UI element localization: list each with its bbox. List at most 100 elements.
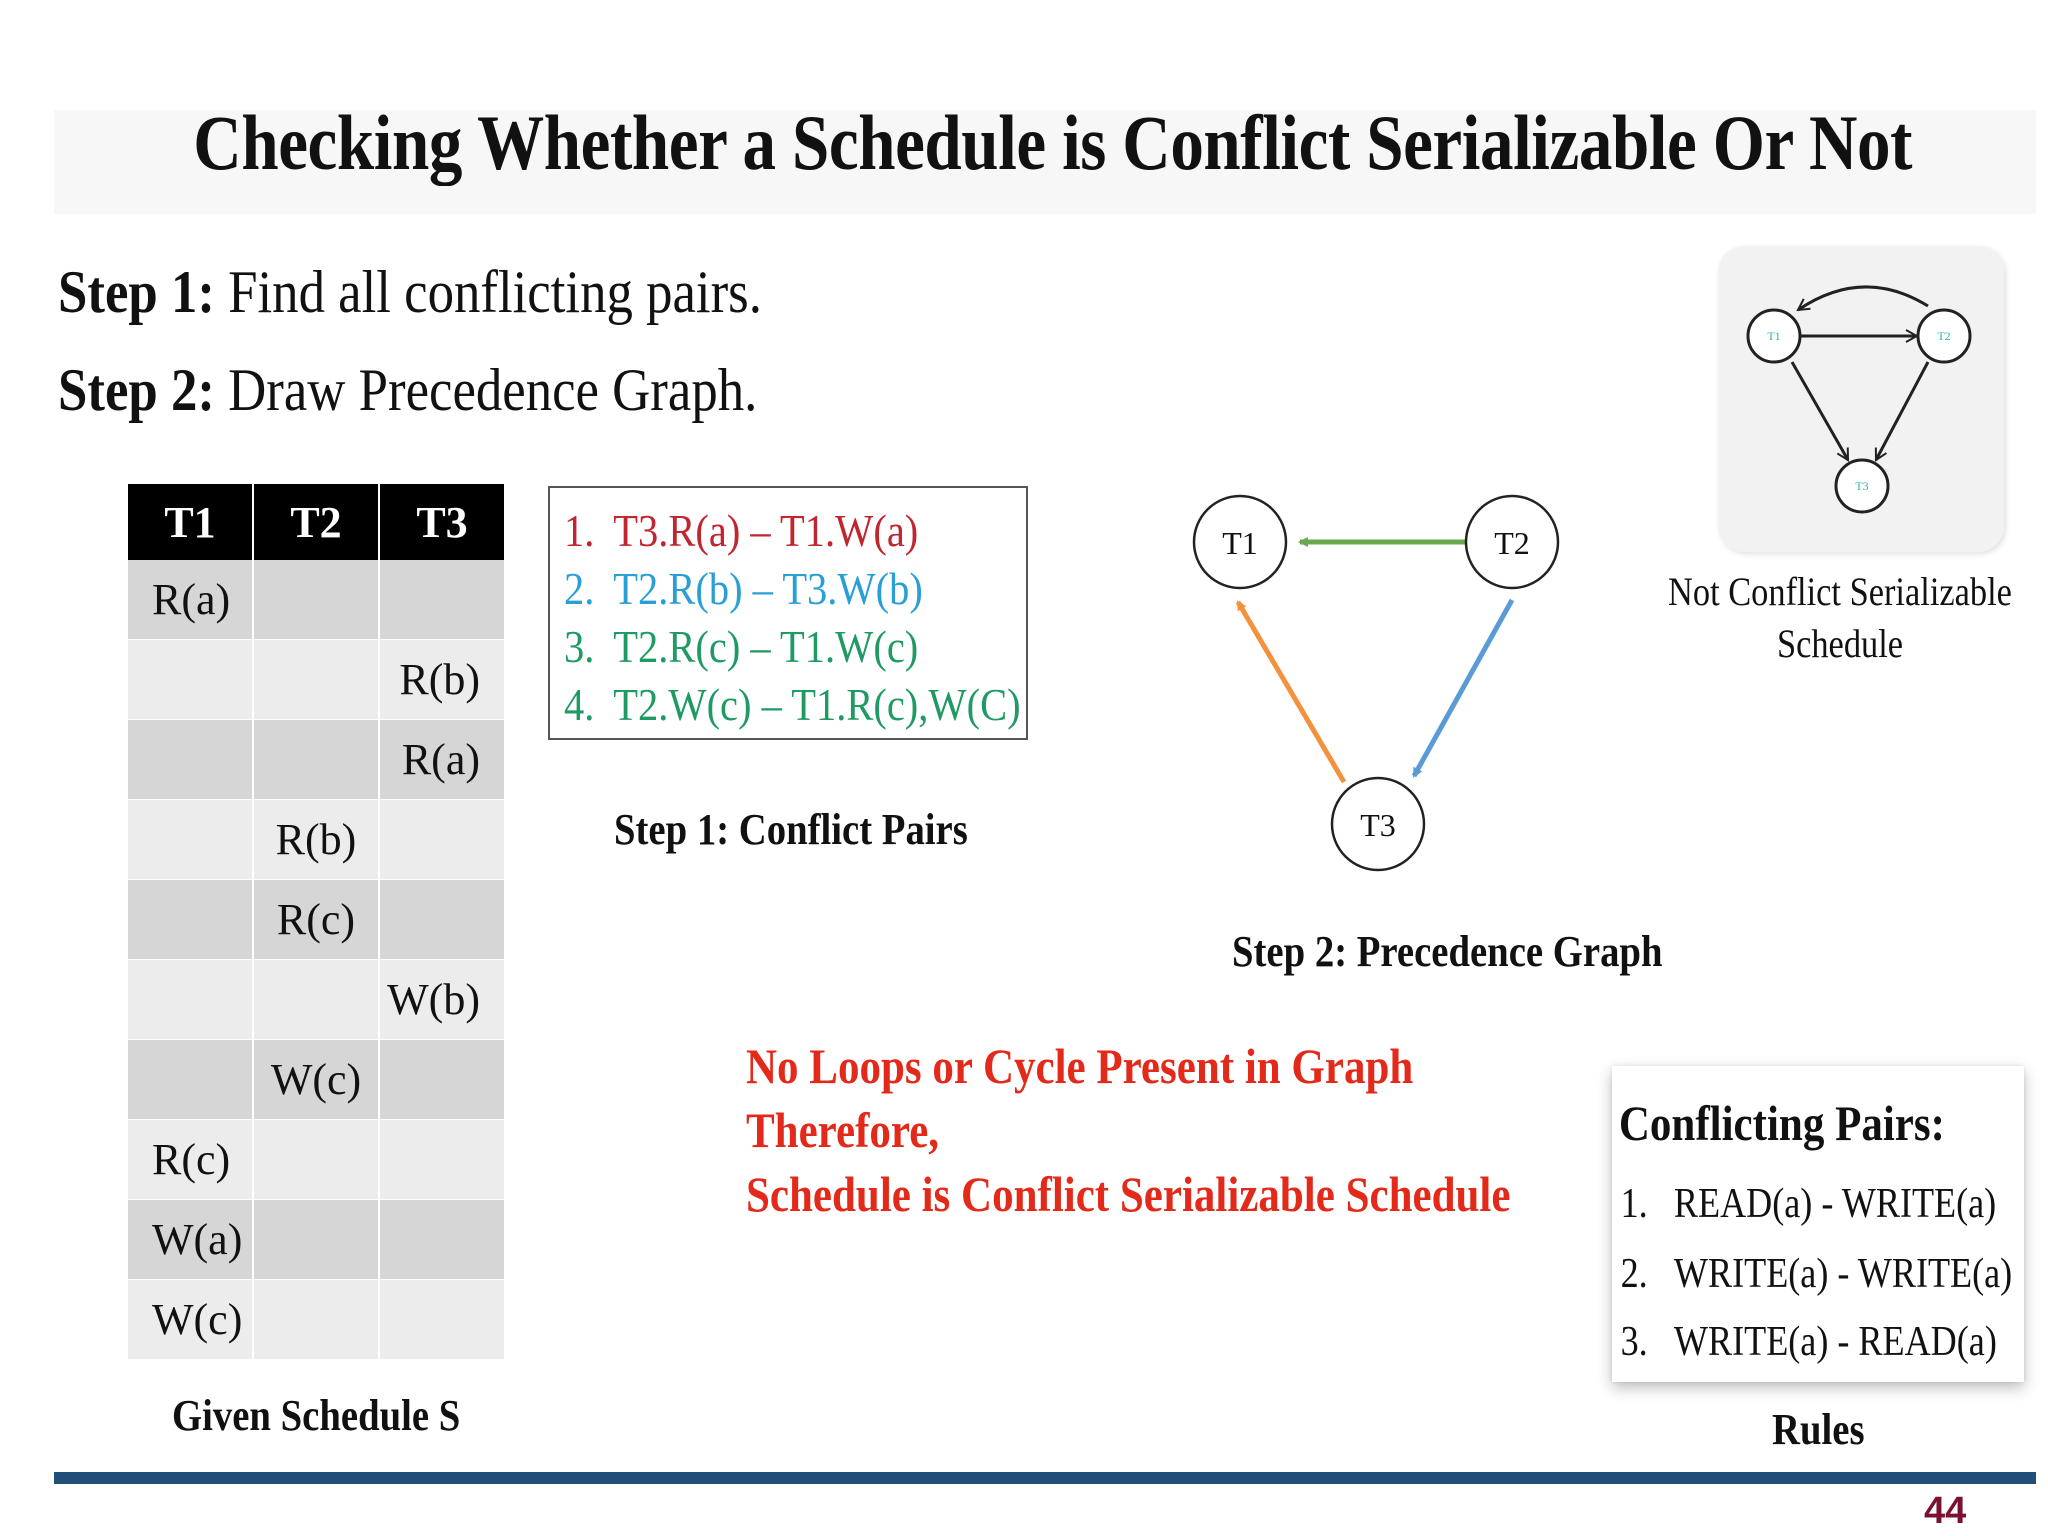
schedule-cell: R(b) (379, 639, 506, 720)
conclusion-line2: Therefore, (746, 1102, 940, 1158)
step-2-text: Draw Precedence Graph. (214, 357, 758, 423)
rule-num: 2. (1620, 1251, 1648, 1297)
schedule-cell (379, 1279, 506, 1360)
schedule-cell: W(b) (379, 959, 506, 1040)
schedule-header-t3: T3 (379, 484, 506, 560)
rule-text: READ(a) - WRITE(a) (1673, 1181, 1997, 1227)
inset-edge-t1-t3 (1790, 361, 1850, 460)
inset-node-label-t1: T1 (1767, 329, 1780, 343)
schedule-cell: R(c) (253, 879, 380, 960)
inset-node-t1 (1746, 308, 1802, 364)
node-t2 (1464, 494, 1560, 590)
schedule-cell: R(c) (128, 1119, 254, 1200)
rule-item: 3. WRITE(a) - READ(a) (1621, 1318, 1997, 1366)
inset-edge-t2-t1 (1798, 285, 1929, 312)
schedule-cell: R(b) (253, 799, 380, 880)
table-row: W(c) (128, 1279, 506, 1360)
schedule-cell (253, 959, 380, 1040)
schedule-cell (128, 879, 254, 960)
conflict-pair-num: 3. (564, 621, 595, 672)
conflict-pair-text: T3.R(a) – T1.W(a) (613, 505, 919, 556)
conclusion-text: No Loops or Cycle Present in Graph There… (746, 1034, 1510, 1226)
rules-caption: Rules (1772, 1405, 1865, 1454)
conflict-pair-item: 4. T2.W(c) – T1.R(c),W(C) (564, 676, 1021, 734)
node-label-t2: T2 (1494, 525, 1530, 561)
schedule-cell (253, 560, 380, 640)
table-row: R(a) (128, 719, 506, 800)
schedule-cell (253, 1119, 380, 1200)
schedule-cell: W(c) (253, 1039, 380, 1120)
schedule-header-t2: T2 (253, 484, 380, 560)
schedule-cell: W(c) (128, 1279, 254, 1360)
conflict-pair-item: 3. T2.R(c) – T1.W(c) (564, 618, 971, 676)
schedule-cell: R(a) (128, 560, 254, 640)
conflict-pair-text: T2.W(c) – T1.R(c),W(C) (613, 679, 1021, 730)
schedule-cell (128, 719, 254, 800)
schedule-cell (379, 1119, 506, 1200)
schedule-cell: W(a) (128, 1199, 254, 1280)
table-row: R(a) (128, 560, 506, 640)
page-number: 44 (1924, 1490, 1967, 1532)
node-t1 (1192, 494, 1288, 590)
schedule-cell (253, 1279, 380, 1360)
conflict-pair-item: 1. T3.R(a) – T1.W(a) (564, 502, 971, 560)
table-row: R(c) (128, 1119, 506, 1200)
schedule-cell (379, 1039, 506, 1120)
conclusion-line3: Schedule is Conflict Serializable Schedu… (746, 1166, 1511, 1222)
conflict-pairs-box: 1.T3.R(a) – T1.W(a) 2.T2.R(b) – T3.W(b) … (548, 486, 1028, 740)
schedule-cell (253, 1199, 380, 1280)
conflict-pairs-caption: Step 1: Conflict Pairs (614, 805, 968, 854)
inset-node-label-t3: T3 (1855, 479, 1868, 493)
rules-box: Conflicting Pairs: 1.READ(a) - WRITE(a) … (1612, 1066, 2024, 1382)
conflict-pair-num: 1. (564, 505, 595, 556)
inset-node-t2 (1916, 308, 1972, 364)
inset-caption-line2: Schedule (1776, 621, 1904, 666)
inset-graph-caption: Not Conflict Serializable Schedule (1668, 566, 2012, 670)
table-row: W(c) (128, 1039, 506, 1120)
schedule-cell (128, 1039, 254, 1120)
node-t3 (1330, 776, 1426, 872)
node-label-t1: T1 (1222, 525, 1258, 561)
schedule-cell (253, 639, 380, 720)
table-row: W(a) (128, 1199, 506, 1280)
edge-t3-t1 (1235, 600, 1347, 784)
rule-text: WRITE(a) - WRITE(a) (1673, 1251, 2013, 1297)
rules-title: Conflicting Pairs: (1618, 1095, 1945, 1151)
title-band (54, 110, 2036, 214)
footer-bar (54, 1472, 2036, 1484)
rule-item: 1. READ(a) - WRITE(a) (1621, 1180, 1997, 1228)
conflict-pair-text: T2.R(c) – T1.W(c) (613, 621, 919, 672)
schedule-cell (128, 639, 254, 720)
rule-text: WRITE(a) - READ(a) (1673, 1319, 1997, 1365)
rule-num: 3. (1620, 1319, 1648, 1365)
schedule-table: T1 T2 T3 R(a) R(b) R(a) R(b) R(c) (128, 484, 506, 1360)
inset-caption-line1: Not Conflict Serializable (1668, 569, 2012, 614)
inset-graph: T1 T2 T3 (1746, 285, 1972, 514)
table-row: R(b) (128, 799, 506, 880)
precedence-graph-caption: Step 2: Precedence Graph (1232, 927, 1663, 976)
schedule-cell (379, 879, 506, 960)
slide-title: Checking Whether a Schedule is Conflict … (193, 99, 1912, 186)
conflict-pair-text: T2.R(b) – T3.W(b) (613, 563, 923, 614)
conclusion-line1: No Loops or Cycle Present in Graph (746, 1038, 1414, 1094)
schedule-cell (128, 799, 254, 880)
conflict-pair-num: 4. (564, 679, 595, 730)
step-2-line: Step 2: Draw Precedence Graph. (58, 356, 757, 425)
step-1-text: Find all conflicting pairs. (214, 259, 762, 325)
schedule-cell (379, 799, 506, 880)
schedule-header-t1: T1 (128, 484, 254, 560)
step-1-line: Step 1: Find all conflicting pairs. (58, 258, 762, 327)
rule-num: 1. (1620, 1181, 1648, 1227)
schedule-cell (379, 560, 506, 640)
step-1-label: Step 1: (58, 259, 215, 325)
schedule-header-row: T1 T2 T3 (128, 484, 506, 560)
inset-node-t3 (1834, 458, 1890, 514)
schedule-cell (253, 719, 380, 800)
inset-edge-t2-t3 (1874, 361, 1930, 460)
precedence-graph: T1 T2 T3 (1192, 494, 1560, 872)
schedule-cell: R(a) (379, 719, 506, 800)
conflict-pair-num: 2. (564, 563, 595, 614)
rule-item: 2. WRITE(a) - WRITE(a) (1621, 1250, 2013, 1298)
conflict-pair-item: 2. T2.R(b) – T3.W(b) (564, 560, 971, 618)
node-label-t3: T3 (1360, 807, 1396, 843)
